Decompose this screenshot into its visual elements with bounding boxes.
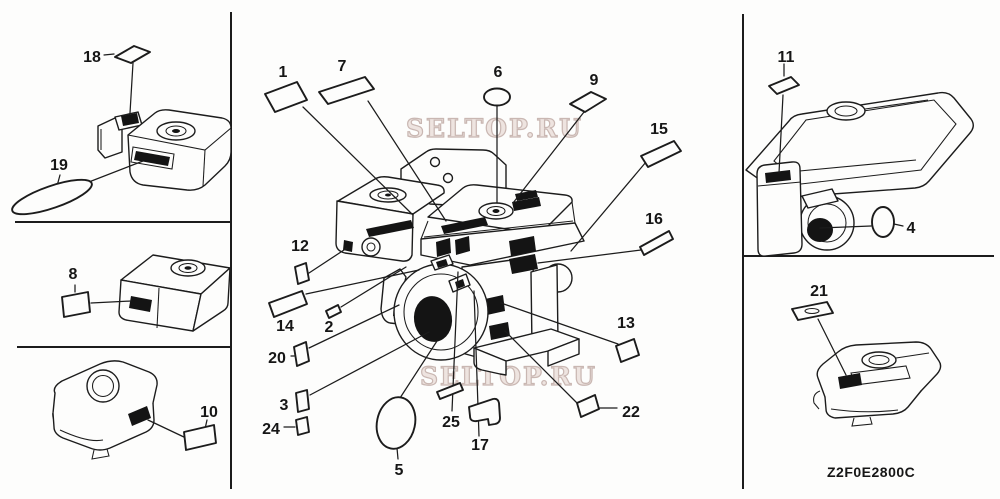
label-shape-25	[436, 382, 464, 400]
engine-drawing-main	[335, 148, 585, 376]
label-shape-12	[294, 262, 310, 285]
callout-numbers: 1 7 6 9 15 16 12 14 2 20 3 24 5 25 17 13…	[50, 49, 915, 479]
part-code: Z2F0E2800C	[827, 464, 916, 480]
label-patch-22-target	[489, 322, 510, 340]
label-patch-band-2	[455, 236, 470, 255]
label-patch-front-stripe	[441, 217, 488, 234]
callout-19: 19	[50, 157, 68, 174]
label-shape-21	[791, 301, 834, 321]
callout-13: 13	[617, 315, 635, 332]
label-shape-4	[871, 206, 895, 238]
callout-4: 4	[907, 220, 916, 237]
label-patch-25-target	[436, 259, 448, 268]
callout-3: 3	[280, 397, 289, 414]
choke-knob	[361, 237, 381, 257]
label-patch-top-right	[512, 197, 541, 211]
watermark-text-top: SELTOP.RU	[405, 113, 583, 143]
bracket	[801, 188, 839, 209]
starter-center	[413, 296, 453, 342]
panel-dividers	[15, 12, 994, 489]
label-shape-11	[768, 76, 800, 95]
callout-7: 7	[338, 58, 347, 75]
label-shape-16	[639, 230, 674, 256]
label-shape-18	[114, 45, 151, 64]
filler-cap	[826, 101, 866, 121]
tank-drawing-bottom-right	[813, 341, 942, 427]
label-shape-9	[569, 91, 607, 113]
tank-drawing-bottom-left	[52, 360, 158, 460]
callout-6: 6	[494, 64, 503, 81]
label-patch-9-target	[515, 190, 538, 201]
callout-8: 8	[69, 266, 78, 283]
label-shape-3	[295, 389, 310, 413]
label-shape-24	[295, 416, 310, 436]
label-shape-7	[318, 76, 375, 105]
callout-14: 14	[276, 318, 294, 335]
base-front	[473, 347, 507, 376]
label-patch-band-3	[509, 236, 536, 256]
engine-drawing-top-left	[97, 109, 232, 191]
leader-lines	[56, 53, 904, 460]
tank-drawing-mid-left	[118, 254, 231, 332]
label-patch-11-target	[765, 170, 791, 183]
base-right	[547, 338, 580, 367]
label-shape-6	[483, 87, 511, 107]
callout-21: 21	[810, 283, 828, 300]
filler-cap	[861, 351, 897, 369]
label-patch-rear-stripe	[366, 220, 414, 237]
callout-24: 24	[262, 421, 280, 438]
label-shape-19	[11, 178, 93, 216]
front-tank-band	[420, 222, 585, 266]
label-shape-22	[576, 394, 600, 418]
callout-1: 1	[279, 64, 288, 81]
label-shape-13	[615, 338, 640, 363]
label-shape-10	[183, 424, 217, 451]
label-shape-15	[640, 140, 682, 168]
label-patch-band-4	[509, 254, 538, 274]
callout-10: 10	[200, 404, 218, 421]
label-shape-14	[268, 290, 308, 318]
housing-center	[807, 218, 833, 242]
callout-11: 11	[778, 49, 795, 66]
tank-front-face	[118, 279, 202, 332]
label-shape-1	[264, 81, 308, 113]
callout-16: 16	[645, 211, 663, 228]
label-patch-21-target	[838, 373, 862, 389]
label-patch-band-1	[436, 238, 451, 257]
callout-9: 9	[590, 72, 599, 89]
callout-5: 5	[395, 462, 404, 479]
label-patch-13-target	[485, 295, 505, 315]
label-patch-10-target	[128, 406, 151, 426]
filler-cap	[86, 369, 120, 403]
callout-22: 22	[622, 404, 640, 421]
label-shape-17	[468, 397, 501, 426]
label-patch-8-target	[129, 296, 152, 312]
callout-15: 15	[650, 121, 668, 138]
callout-18: 18	[83, 49, 101, 66]
label-shape-5	[375, 396, 417, 450]
label-patch-19-target	[134, 151, 170, 166]
assembly-drawing-top-right	[745, 91, 974, 257]
label-shape-2	[325, 304, 342, 319]
label-shape-8	[61, 291, 91, 318]
label-shape-20	[293, 341, 310, 367]
label-patch-18-target	[121, 113, 139, 126]
tank-right-face	[192, 267, 231, 332]
callout-2: 2	[325, 319, 334, 336]
callout-25: 25	[442, 414, 460, 431]
sticker-shapes	[11, 45, 895, 451]
callout-20: 20	[268, 350, 286, 367]
callout-12: 12	[291, 238, 309, 255]
tank-body	[127, 109, 232, 191]
callout-17: 17	[471, 437, 489, 454]
